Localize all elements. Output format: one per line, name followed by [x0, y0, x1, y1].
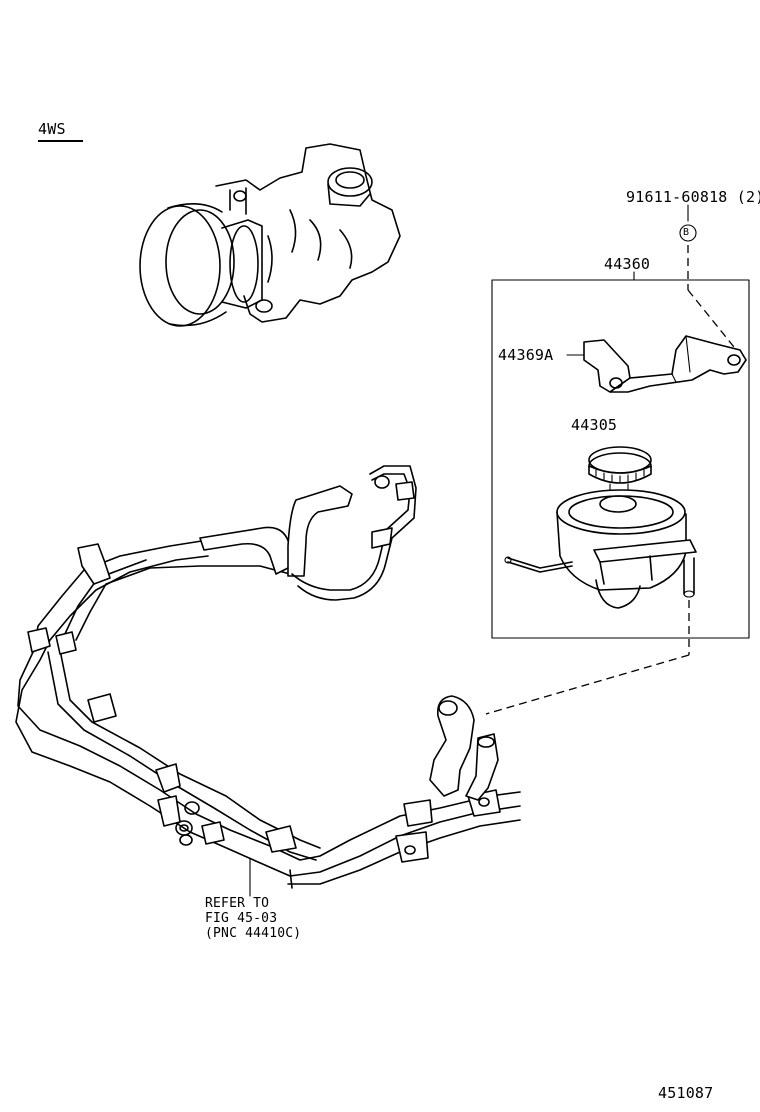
bolt-callout	[679, 204, 739, 353]
figure-number: 451087	[658, 1084, 714, 1102]
reference-note: REFER TO FIG 45-03 (PNC 44410C)	[205, 896, 301, 941]
bracket-part-number: 44369A	[498, 346, 554, 364]
reference-note-line3: (PNC 44410C)	[205, 926, 302, 941]
reservoir-assembly-box	[491, 271, 750, 639]
reservoir-hose-leader	[485, 654, 690, 715]
reservoir-bracket	[566, 335, 747, 393]
power-steering-pump	[139, 143, 401, 327]
pressure-and-return-lines	[15, 465, 521, 889]
reservoir-assy-part-number: 44360	[604, 255, 651, 273]
bolt-part-number: 91611-60818 (2)	[626, 188, 760, 206]
reservoir-cap	[588, 446, 652, 484]
reference-note-line2: FIG 45-03	[205, 911, 278, 926]
bolt-ref-mark: B	[683, 227, 690, 238]
power-steering-reservoir	[504, 483, 697, 655]
cap-part-number: 44305	[571, 416, 618, 434]
variant-label: 4WS	[38, 121, 83, 142]
reference-note-line1: REFER TO	[205, 896, 270, 911]
